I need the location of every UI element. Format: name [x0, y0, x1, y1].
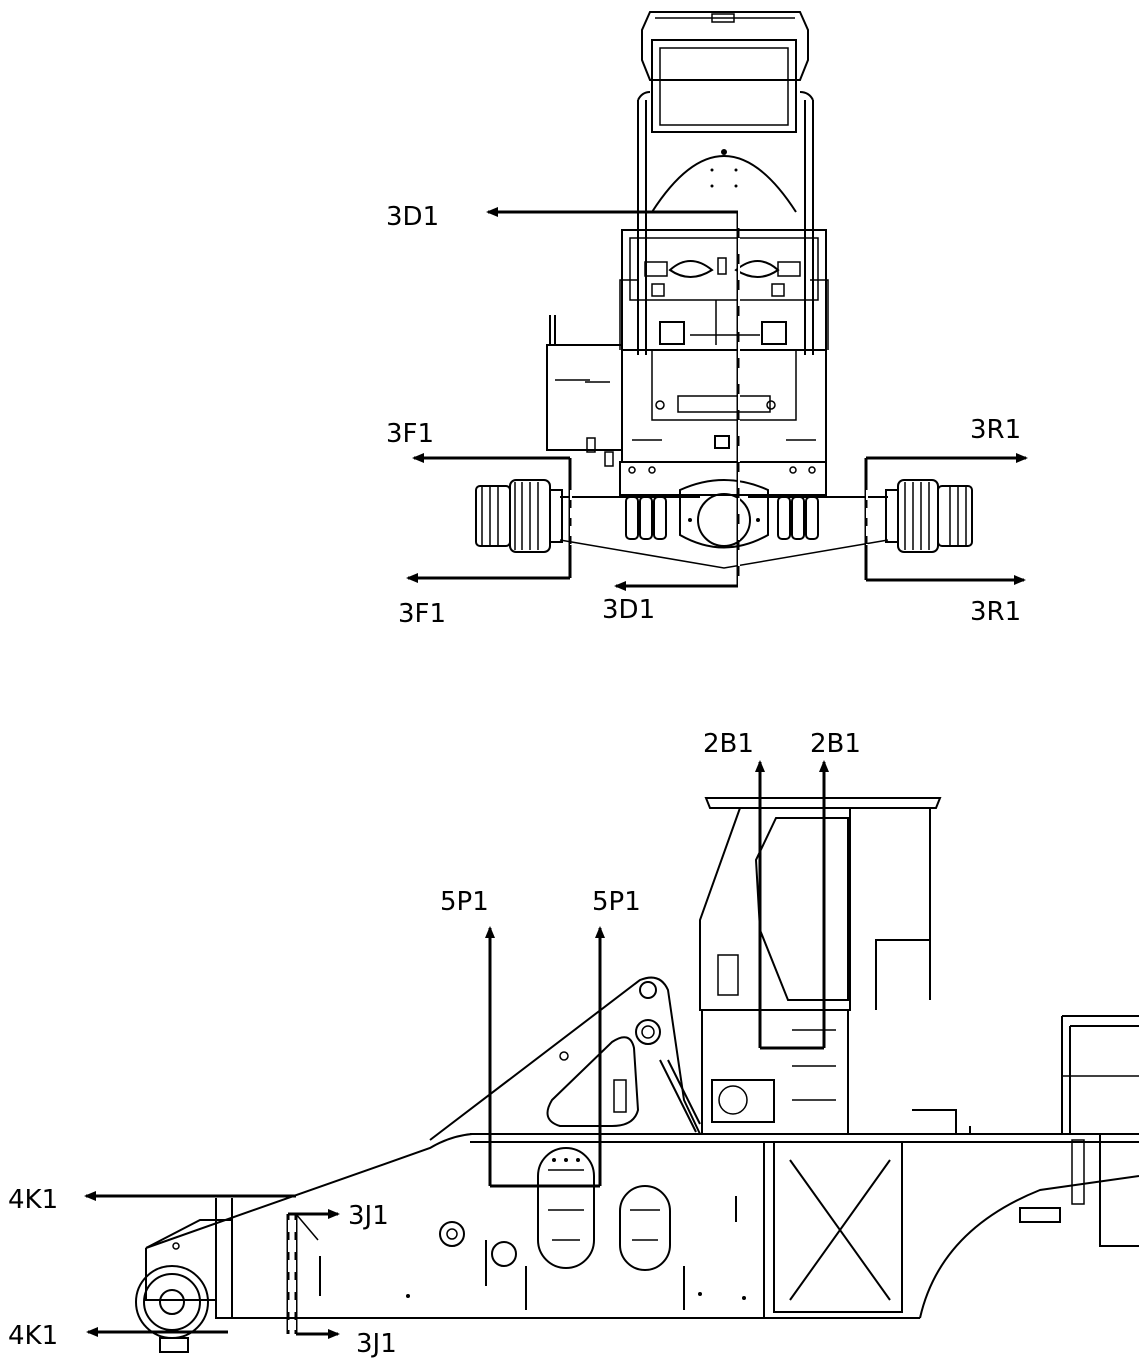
label-3j1-top: 3J1 [348, 1201, 389, 1231]
label-4k1-top: 4K1 [8, 1185, 58, 1215]
side-boom [145, 976, 701, 1249]
front-right-wheel [885, 479, 973, 553]
front-body [619, 229, 829, 463]
label-2b1-right: 2B1 [810, 729, 861, 759]
label-4k1-bottom: 4K1 [8, 1321, 58, 1351]
label-3r1-bottom: 3R1 [970, 597, 1021, 627]
side-cab [699, 797, 942, 1135]
label-3f1-top: 3F1 [386, 419, 434, 449]
section-lines-side [84, 760, 829, 1339]
front-left-wheel [475, 479, 563, 553]
front-cab [637, 11, 814, 355]
label-3d1-top: 3D1 [386, 202, 439, 232]
side-view: 2B1 2B1 5P1 5P1 4K1 4K1 3J1 3J1 [8, 729, 1139, 1358]
front-left-box [546, 315, 623, 467]
side-chassis [215, 1015, 1139, 1319]
section-lines-front [406, 207, 1028, 591]
front-axle [559, 461, 889, 569]
label-5p1-left: 5P1 [440, 887, 489, 917]
label-5p1-right: 5P1 [592, 887, 641, 917]
label-3d1-bottom: 3D1 [602, 595, 655, 625]
label-3r1-top: 3R1 [970, 415, 1021, 445]
side-front-wheel [135, 1219, 232, 1353]
label-3j1-bottom: 3J1 [356, 1329, 397, 1358]
front-view: 3D1 3D1 3F1 3F1 3R1 3R1 [386, 11, 1028, 629]
label-2b1-left: 2B1 [703, 729, 754, 759]
label-3f1-bottom: 3F1 [398, 599, 446, 629]
